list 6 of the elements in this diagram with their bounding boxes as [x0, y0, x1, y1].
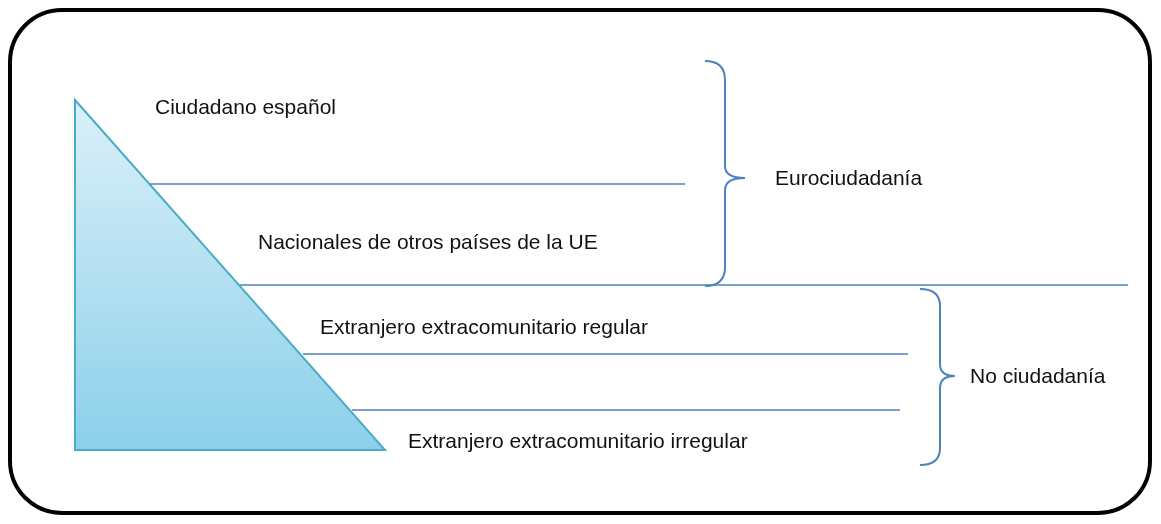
group-label: No ciudadanía	[970, 364, 1106, 388]
tier-label: Extranjero extracomunitario irregular	[408, 429, 748, 453]
tier-label: Ciudadano español	[155, 95, 336, 119]
tier-label: Nacionales de otros países de la UE	[258, 230, 598, 254]
tier-label: Extranjero extracomunitario regular	[320, 315, 648, 339]
group-label: Eurociudadanía	[775, 166, 923, 190]
